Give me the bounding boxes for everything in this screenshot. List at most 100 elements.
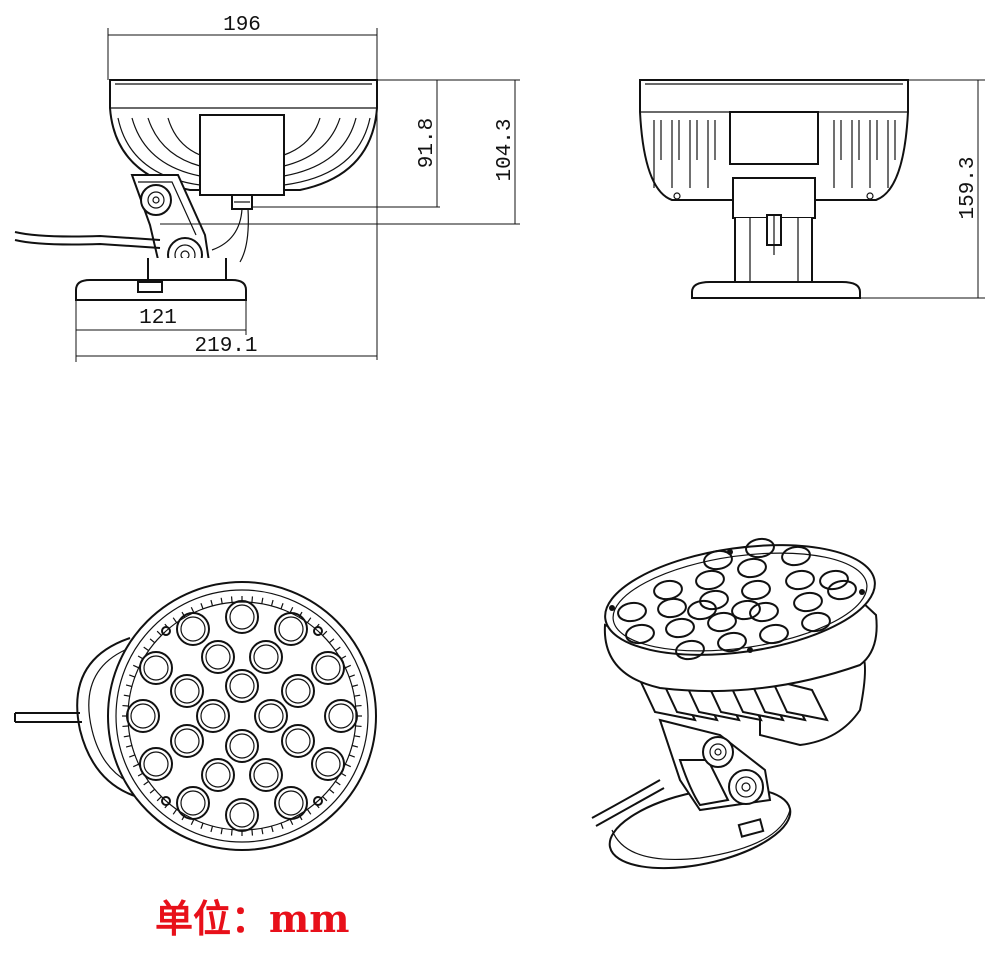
led-lens [249, 758, 283, 792]
ring-tick [143, 780, 149, 786]
led-lens-inner [143, 655, 169, 681]
ring-tick [122, 704, 129, 707]
ring-tick [125, 744, 133, 748]
led-lens [324, 699, 358, 733]
led-lens-inner [143, 751, 169, 777]
led-lens-inner [258, 703, 284, 729]
dim-height-total: 159.3 [957, 156, 980, 219]
ring-tick [345, 763, 352, 768]
ring-tick [125, 684, 133, 688]
led-lens [687, 599, 717, 621]
led-lens [201, 640, 235, 674]
screw [609, 605, 615, 611]
led-lens-inner [174, 728, 200, 754]
led-lens [176, 612, 210, 646]
led-lens [225, 729, 259, 763]
ring-tick [132, 763, 139, 768]
front-view: 159.3 [639, 79, 985, 299]
led-lens [225, 798, 259, 832]
ring-tick [335, 646, 341, 652]
ring-tick [230, 596, 233, 603]
led-lens-inner [278, 790, 304, 816]
led-lens [311, 651, 345, 685]
ring-tick [289, 606, 294, 613]
ring-tick [123, 735, 130, 738]
ring-tick [156, 796, 162, 802]
ring-tick [328, 638, 335, 644]
led-lens-inner [229, 733, 255, 759]
led-lens-inner [229, 604, 255, 630]
led-lens [749, 601, 779, 623]
led-lens [274, 612, 308, 646]
led-lens [731, 599, 761, 621]
led-lens-inner [229, 802, 255, 828]
led-lens [695, 569, 725, 591]
ring-tick [123, 694, 130, 697]
ring-tick [210, 599, 214, 607]
led-lens-inner [253, 644, 279, 670]
dim-base-width: 121 [139, 307, 177, 330]
led-lens [737, 557, 767, 579]
isometric-view [591, 537, 878, 870]
led-lens [793, 591, 823, 613]
led-lens [254, 699, 288, 733]
led-lens-inner [285, 728, 311, 754]
led-lens [196, 699, 230, 733]
led-lens-inner [315, 751, 341, 777]
ring-tick [280, 603, 284, 610]
ring-tick [354, 735, 361, 738]
ring-tick [143, 646, 149, 652]
ring-tick [220, 597, 223, 604]
ring-tick [200, 822, 204, 829]
heat-fin [770, 678, 829, 722]
led-lens [657, 597, 687, 619]
ring-tick [270, 825, 274, 833]
led-lens [139, 651, 173, 685]
ring-tick [220, 828, 223, 835]
led-lens [741, 579, 771, 601]
led-lens [785, 569, 815, 591]
dim-height-a: 91.8 [416, 118, 439, 168]
ring-tick [230, 829, 233, 836]
led-lens-inner [180, 790, 206, 816]
led-lens [225, 669, 259, 703]
led-lens [176, 786, 210, 820]
led-lens-inner [285, 678, 311, 704]
ring-tick [156, 630, 162, 636]
ring-tick [328, 788, 335, 794]
led-lens [281, 724, 315, 758]
led-lens-inner [180, 616, 206, 642]
led-lens-inner [174, 678, 200, 704]
ring-tick [355, 725, 362, 728]
dim-height-b: 104.3 [494, 118, 517, 181]
ring-tick [251, 829, 254, 836]
led-lens-inner [205, 644, 231, 670]
led-lens-inner [278, 616, 304, 642]
ring-tick [149, 638, 156, 644]
led-lens [703, 549, 733, 571]
ring-tick [322, 796, 328, 802]
led-lens-inner [328, 703, 354, 729]
ring-tick [355, 704, 362, 707]
ring-tick [261, 597, 264, 604]
led-lens [781, 545, 811, 567]
ring-tick [200, 603, 204, 610]
ring-tick [261, 828, 264, 835]
ring-tick [129, 674, 136, 678]
ring-tick [306, 617, 312, 623]
ring-tick [348, 674, 355, 678]
led-lens [717, 631, 747, 653]
ring-tick [345, 664, 352, 669]
dim-width-top: 196 [223, 14, 261, 37]
ring-tick [149, 788, 156, 794]
led-lens [665, 617, 695, 639]
side-view: 196 91.8 104.3 121 219.1 [14, 14, 520, 362]
led-lens-inner [200, 703, 226, 729]
led-lens [625, 623, 655, 645]
led-lens [311, 747, 345, 781]
led-lens-inner [229, 673, 255, 699]
led-lens [281, 674, 315, 708]
ring-tick [172, 809, 178, 815]
face-view [14, 581, 377, 851]
